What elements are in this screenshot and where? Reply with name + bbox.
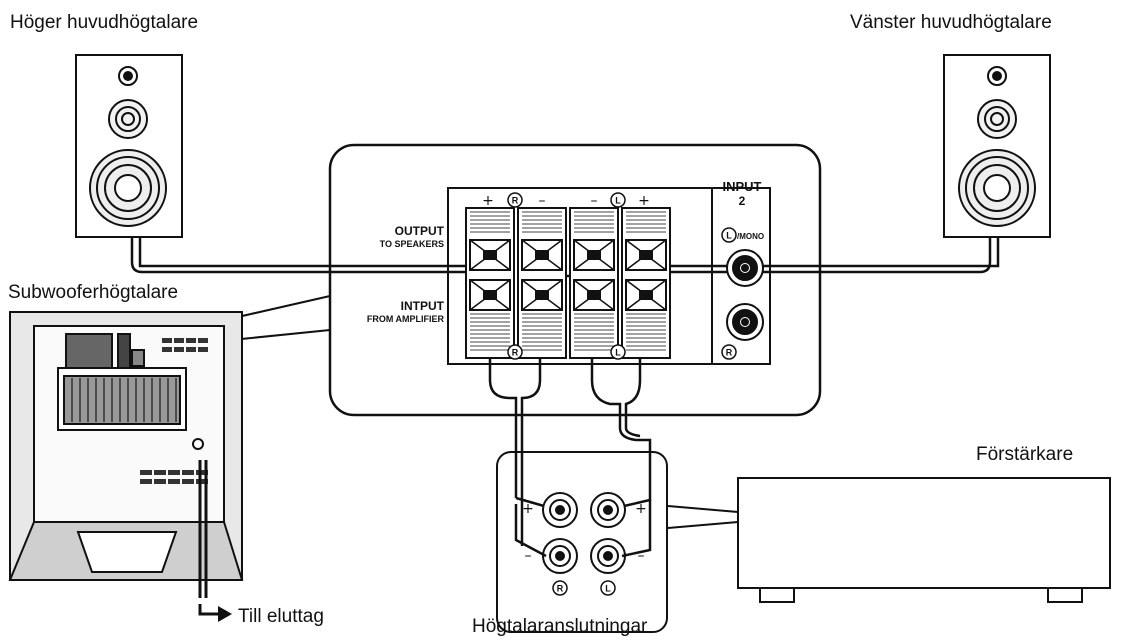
l-mono-mark: L (721, 227, 737, 243)
terminal-column (465, 207, 515, 359)
r-channel-mark-bottom: R (507, 344, 523, 360)
input2-number: 2 (739, 194, 746, 208)
l-channel-mark-top: L (610, 192, 626, 208)
svg-text:L: L (605, 584, 611, 594)
input2-label: INPUT (723, 179, 762, 194)
output-subtitle: TO SPEAKERS (380, 239, 444, 249)
terminal-column (569, 207, 619, 359)
spring-clip (469, 279, 511, 311)
input-cables (488, 300, 652, 558)
amp-terminal-minus-left: – (525, 548, 532, 564)
amp-terminal-plus-left: + (522, 501, 534, 517)
input-subtitle: FROM AMPLIFIER (367, 314, 445, 324)
amplifier-terminals (542, 492, 626, 574)
outlet-label: Till eluttag (238, 606, 324, 627)
subwoofer-unit (8, 311, 244, 581)
amplifier-label: Förstärkare (976, 444, 1074, 465)
polarity-l-minus: – (591, 193, 598, 209)
left-main-speaker (943, 54, 1051, 238)
svg-text:R: R (512, 196, 519, 206)
svg-text:R: R (726, 348, 733, 358)
spring-clip (625, 239, 667, 271)
amp-terminal-minus-right: – (638, 548, 645, 564)
svg-text:L: L (615, 196, 621, 206)
mono-label: /MONO (737, 232, 764, 241)
svg-text:R: R (512, 348, 519, 358)
spring-clip (521, 239, 563, 271)
svg-text:L: L (726, 231, 732, 241)
amplifier-zoom-lines (667, 505, 739, 529)
amplifier-terminal-panel (496, 451, 668, 633)
spring-clip (625, 279, 667, 311)
amplifier-unit (737, 477, 1111, 603)
amp-terminal-l-mark: L (600, 580, 616, 596)
outlet-arrow-icon (218, 606, 232, 622)
right-speaker-label: Höger huvudhögtalare (10, 12, 199, 33)
left-speaker-label: Vänster huvudhögtalare (850, 12, 1052, 33)
input2-rca-jacks (726, 249, 764, 341)
svg-text:L: L (615, 348, 621, 358)
amp-terminal-r-mark: R (552, 580, 568, 596)
spring-terminal-blocks (465, 207, 671, 359)
terminal-column (621, 207, 671, 359)
input-title: INTPUT (401, 299, 445, 313)
polarity-r-plus: + (482, 193, 494, 209)
output-title: OUTPUT (395, 224, 445, 238)
spring-clip (573, 239, 615, 271)
polarity-l-plus: + (638, 193, 650, 209)
r-rca-mark: R (721, 344, 737, 360)
svg-text:R: R (557, 584, 564, 594)
amp-terminal-plus-right: + (635, 501, 647, 517)
terminals-label: Högtalaranslutningar (472, 616, 648, 637)
spring-clip (469, 239, 511, 271)
l-channel-mark-bottom: L (610, 344, 626, 360)
power-cord (198, 460, 222, 616)
polarity-r-minus: – (539, 193, 546, 209)
subwoofer-label: Subwooferhögtalare (8, 282, 179, 303)
right-main-speaker (75, 54, 183, 238)
terminal-column (517, 207, 567, 359)
spring-clip (573, 279, 615, 311)
spring-clip (521, 279, 563, 311)
r-channel-mark-top: R (507, 192, 523, 208)
